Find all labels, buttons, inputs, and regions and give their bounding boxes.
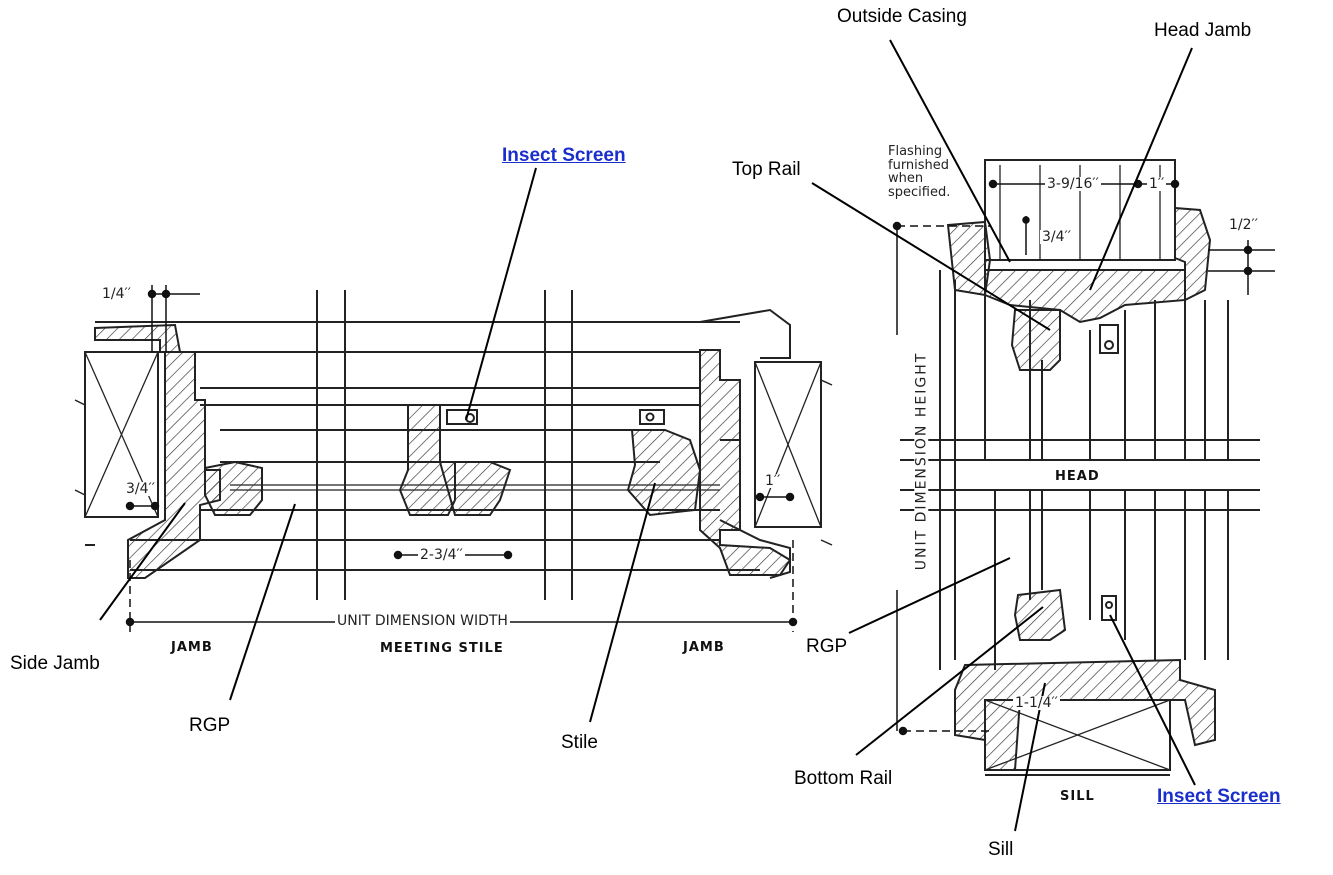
vertical-screen-clips <box>1099 324 1119 621</box>
vertical-section-members <box>946 206 1216 771</box>
dim-unit-width: UNIT DIMENSION WIDTH <box>335 613 510 629</box>
leader-side-jamb <box>99 502 186 621</box>
section-label-head: HEAD <box>1055 469 1100 484</box>
leader-outside-casing <box>889 39 1011 263</box>
callout-head-jamb: Head Jamb <box>1154 20 1252 41</box>
top-rail-member <box>1010 309 1061 371</box>
section-label-sill: SILL <box>1060 789 1095 804</box>
meeting-stile-right <box>438 461 512 516</box>
dim-three-quarter-head: 3/4′′ <box>1040 229 1073 245</box>
dim-quarter-inch: 1/4′′ <box>100 286 133 302</box>
callout-stile: Stile <box>561 732 598 753</box>
callout-leaders <box>99 39 1196 832</box>
dim-half-inch: 1/2′′ <box>1227 217 1260 233</box>
dim-one-one-quarter: 1-1/4′′ <box>1013 695 1060 711</box>
callout-rgp-left: RGP <box>189 715 231 736</box>
leader-insect-screen-top <box>465 167 537 421</box>
dim-one-inch-jamb: 1′′ <box>763 473 783 489</box>
screen-clips <box>446 409 665 425</box>
dim-two-three-quarter: 2-3/4′′ <box>418 547 465 563</box>
head-casing-right <box>1174 206 1212 302</box>
dim-unit-height: UNIT DIMENSION HEIGHT <box>913 347 929 575</box>
callout-insect-screen-bottom-link[interactable]: Insect Screen <box>1157 786 1281 807</box>
meeting-stile-left <box>398 404 456 516</box>
callout-bottom-rail: Bottom Rail <box>794 768 893 789</box>
leader-head-jamb <box>1089 47 1193 291</box>
leader-top-rail <box>811 182 1051 331</box>
sill-member <box>954 658 1216 771</box>
callout-insect-screen-top-link[interactable]: Insect Screen <box>502 145 626 166</box>
dim-three-quarter-left: 3/4′′ <box>124 481 157 497</box>
callout-sill: Sill <box>988 839 1014 860</box>
flashing-note-line4: specified. <box>888 184 951 200</box>
bottom-rail-member <box>1013 588 1067 641</box>
dim-one-inch-head: 1′′ <box>1147 176 1167 192</box>
flashing-note: Flashing furnished when specified. <box>886 145 952 200</box>
left-sash-stile <box>204 460 263 516</box>
leader-insect-screen-bottom <box>1109 614 1196 786</box>
flashing-note-line2: furnished <box>888 157 950 173</box>
leader-bottom-rail <box>855 606 1044 756</box>
callout-rgp-right: RGP <box>806 636 848 657</box>
leader-rgp-left <box>229 503 296 701</box>
dim-three-nine-sixteenth: 3-9/16′′ <box>1045 176 1101 192</box>
section-label-jamb-left: JAMB <box>171 640 213 655</box>
callout-top-rail: Top Rail <box>732 159 801 180</box>
callout-side-jamb: Side Jamb <box>10 653 100 674</box>
section-label-meeting-stile: MEETING STILE <box>380 641 504 656</box>
leader-stile <box>589 482 656 723</box>
vertical-section-dimensions <box>892 179 1275 736</box>
outside-casing-member <box>946 220 992 297</box>
right-stile <box>626 429 702 517</box>
horizontal-section-members <box>94 323 792 579</box>
right-jamb-member <box>699 349 792 576</box>
side-jamb-member <box>127 351 221 579</box>
flashing-note-line3: when <box>888 171 924 187</box>
leader-rgp-right <box>848 557 1011 634</box>
left-casing <box>94 323 182 353</box>
section-label-jamb-right: JAMB <box>683 640 725 655</box>
vertical-section <box>900 159 1260 776</box>
flashing-note-line1: Flashing <box>888 144 943 159</box>
callout-outside-casing: Outside Casing <box>837 6 967 27</box>
